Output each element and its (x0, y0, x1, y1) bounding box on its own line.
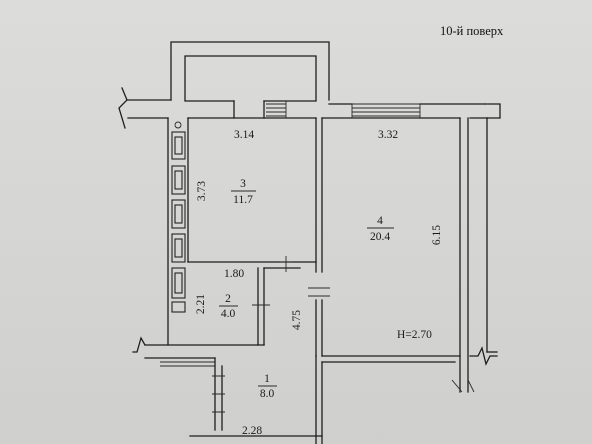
dim-corridor-length: 4.75 (291, 310, 303, 330)
dim-room4-length: 6.15 (431, 225, 443, 245)
room-1-label: 1 8.0 (258, 373, 277, 400)
room-1-number: 1 (264, 373, 270, 385)
room-2-label: 2 4.0 (219, 293, 238, 320)
dim-room3-width: 3.14 (234, 129, 254, 141)
dim-room2-width: 1.80 (224, 268, 244, 280)
wall-room4-bottom (321, 355, 461, 363)
exterior-wall-top (118, 87, 486, 129)
partition-room2 (132, 267, 270, 367)
room-4-label: 4 20.4 (367, 215, 394, 243)
dim-room3-length: 3.73 (196, 181, 208, 201)
room-4-area: 20.4 (370, 231, 390, 243)
ceiling-height: H=2.70 (397, 329, 432, 341)
exterior-wall-left (167, 117, 189, 346)
room-3-label: 3 11.7 (231, 178, 256, 206)
room-3-number: 3 (240, 178, 246, 190)
window-top-left (266, 101, 287, 118)
corridor-walls (189, 355, 323, 444)
room-2-area: 4.0 (221, 308, 236, 320)
exterior-wall-right (451, 103, 501, 393)
partition-room3-room2 (187, 256, 317, 272)
room-1-area: 8.0 (260, 388, 275, 400)
dim-corridor-width: 2.28 (242, 425, 262, 437)
balcony-outline (170, 41, 330, 101)
floor-label: 10-й поверх (440, 24, 504, 38)
room-3-area: 11.7 (233, 194, 253, 206)
room-4-number: 4 (377, 215, 383, 227)
room-2-number: 2 (225, 293, 231, 305)
partition-room3-room4 (308, 117, 330, 357)
dim-room4-width: 3.32 (378, 129, 398, 141)
window-top-right (351, 103, 421, 118)
radiator-sections (171, 131, 186, 313)
dim-room2-length: 2.21 (195, 294, 207, 314)
